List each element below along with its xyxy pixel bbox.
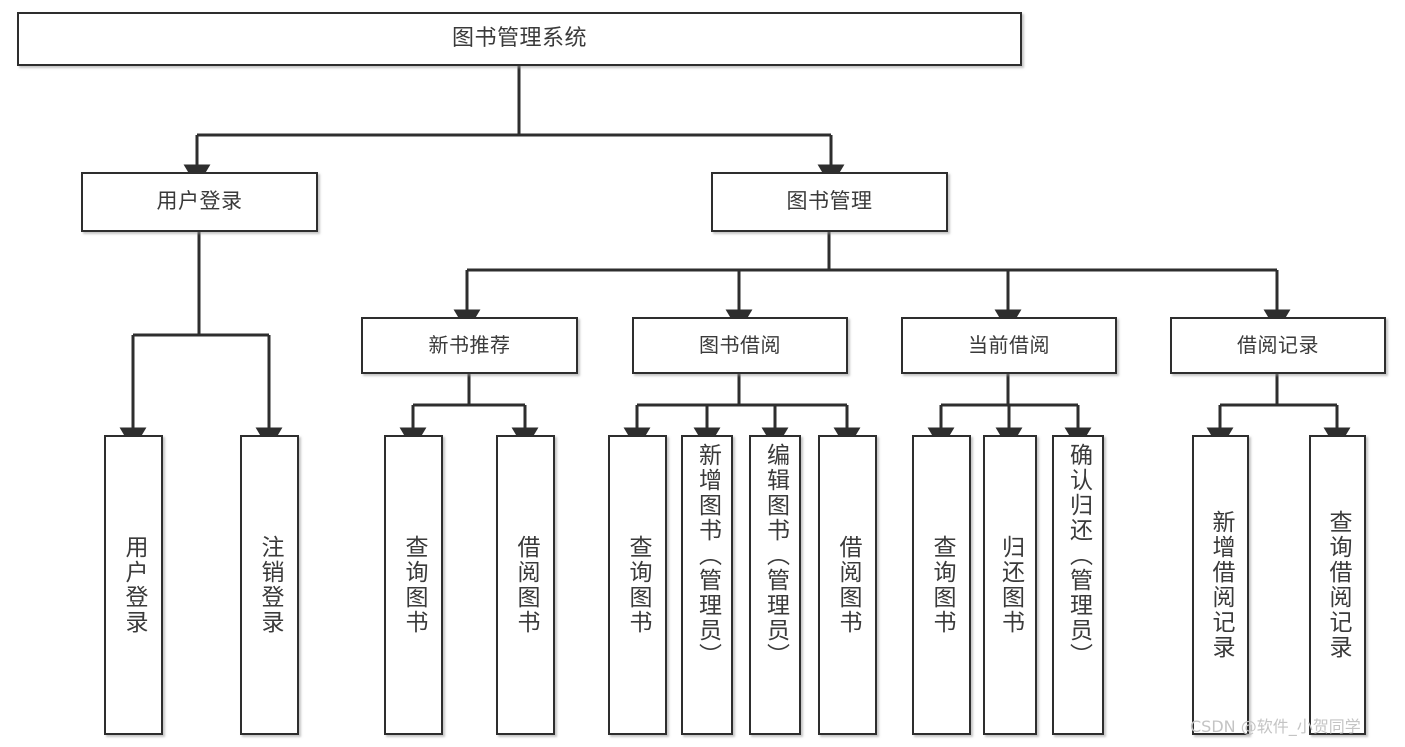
node-label: 确认归还（管理员） bbox=[1065, 443, 1092, 668]
leaf-add-borrowing-record[interactable]: 新增借阅记录 bbox=[1192, 435, 1249, 735]
node-label: 编辑图书（管理员） bbox=[762, 443, 789, 668]
node-label: 借阅记录 bbox=[1237, 333, 1319, 358]
node-label: 新书推荐 bbox=[428, 333, 511, 358]
leaf-edit-book-admin[interactable]: 编辑图书（管理员） bbox=[749, 435, 801, 735]
leaf-query-book-current[interactable]: 查询图书 bbox=[912, 435, 971, 735]
leaf-confirm-return-admin[interactable]: 确认归还（管理员） bbox=[1052, 435, 1104, 735]
node-new-book-recommendation[interactable]: 新书推荐 bbox=[361, 317, 578, 374]
node-label: 用户登录 bbox=[121, 535, 147, 635]
node-user-login[interactable]: 用户登录 bbox=[81, 172, 318, 232]
node-label: 归还图书 bbox=[997, 535, 1024, 635]
node-label: 图书借阅 bbox=[699, 333, 781, 358]
node-label: 新增借阅记录 bbox=[1208, 510, 1234, 660]
leaf-query-book-borrowing[interactable]: 查询图书 bbox=[608, 435, 667, 735]
node-borrowing-record[interactable]: 借阅记录 bbox=[1170, 317, 1386, 374]
leaf-return-book[interactable]: 归还图书 bbox=[983, 435, 1037, 735]
node-label: 借阅图书 bbox=[835, 535, 861, 635]
node-label: 查询借阅记录 bbox=[1325, 510, 1351, 660]
leaf-borrow-book-recommendation[interactable]: 借阅图书 bbox=[496, 435, 555, 735]
node-label: 查询图书 bbox=[625, 535, 651, 635]
node-label: 查询图书 bbox=[401, 535, 427, 635]
node-book-management-system[interactable]: 图书管理系统 bbox=[17, 12, 1022, 66]
node-label: 新增图书（管理员） bbox=[694, 443, 721, 668]
node-label: 图书管理系统 bbox=[451, 25, 587, 51]
node-label: 查询图书 bbox=[929, 535, 955, 635]
node-label: 借阅图书 bbox=[513, 535, 539, 635]
node-current-borrowing[interactable]: 当前借阅 bbox=[901, 317, 1117, 374]
node-book-management[interactable]: 图书管理 bbox=[711, 172, 948, 232]
node-label: 当前借阅 bbox=[968, 333, 1050, 358]
node-label: 注销登录 bbox=[257, 535, 283, 635]
csdn-watermark: CSDN @软件_小贺同学 bbox=[1190, 717, 1361, 736]
node-book-borrowing[interactable]: 图书借阅 bbox=[632, 317, 848, 374]
leaf-borrow-book[interactable]: 借阅图书 bbox=[818, 435, 877, 735]
leaf-add-book-admin[interactable]: 新增图书（管理员） bbox=[681, 435, 733, 735]
leaf-user-login[interactable]: 用户登录 bbox=[104, 435, 163, 735]
node-label: 图书管理 bbox=[786, 189, 873, 214]
leaf-query-book-recommendation[interactable]: 查询图书 bbox=[384, 435, 443, 735]
node-label: 用户登录 bbox=[156, 189, 243, 214]
leaf-query-borrowing-record[interactable]: 查询借阅记录 bbox=[1309, 435, 1366, 735]
leaf-logout[interactable]: 注销登录 bbox=[240, 435, 299, 735]
